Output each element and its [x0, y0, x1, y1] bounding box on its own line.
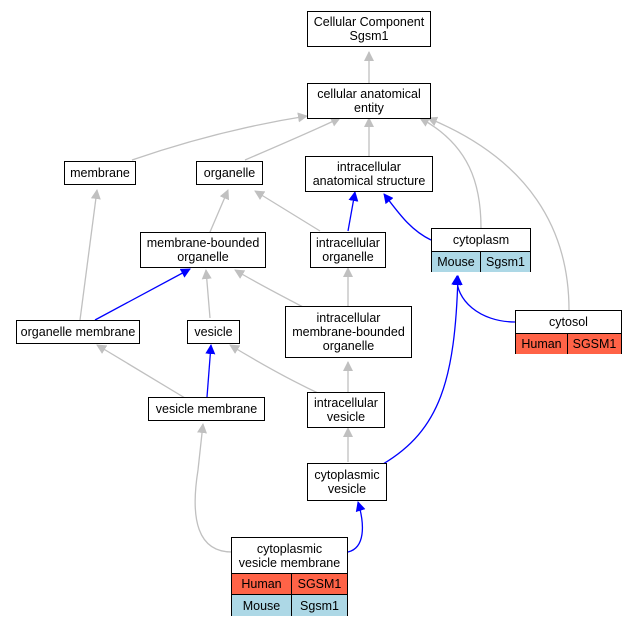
- node-line: Cellular Component: [313, 15, 425, 29]
- edge-orgmem-to-membrane: [79, 189, 101, 321]
- node-line: cellular anatomical: [317, 87, 421, 101]
- node-line: vesicle membrane: [238, 555, 341, 570]
- node-membrane[interactable]: membrane: [64, 161, 136, 185]
- node-line: intracellular: [316, 236, 380, 250]
- edge-io-to-ias-blue: [347, 191, 359, 232]
- edge-cvm-to-vm: [194, 423, 233, 553]
- node-label: organelle membrane: [20, 325, 136, 339]
- node-line: intracellular: [314, 396, 378, 410]
- node-cytoplasm[interactable]: cytoplasm Mouse Sgsm1: [431, 228, 531, 272]
- edge-orgmem-to-mbo-blue: [94, 268, 191, 321]
- edge-cv-to-cytoplasm-blue: [382, 275, 463, 465]
- species-cell: Mouse: [437, 255, 475, 269]
- node-line: cytoplasmic: [314, 468, 380, 482]
- species-cell: Mouse: [242, 598, 281, 613]
- node-line: intracellular: [316, 311, 381, 325]
- node-label: vesicle: [194, 325, 233, 339]
- edge-cvm-to-cv-blue: [347, 501, 366, 553]
- node-organelle[interactable]: organelle: [196, 161, 263, 185]
- gene-cell: Sgsm1: [291, 595, 347, 616]
- edge-io-to-organelle: [254, 190, 321, 232]
- node-line: vesicle: [326, 410, 366, 424]
- node-line: anatomical structure: [312, 174, 426, 188]
- edge-iv-to-vesicle: [229, 344, 321, 395]
- node-line: cytoplasmic: [256, 541, 323, 556]
- node-line: membrane-bounded: [146, 236, 260, 250]
- species-cell: Human: [241, 577, 282, 591]
- node-cytosol[interactable]: cytosol Human SGSM1: [515, 310, 622, 354]
- edge-mbo-to-organelle: [209, 189, 230, 233]
- node-line: organelle: [177, 250, 229, 264]
- gene-cell: SGSM1: [291, 574, 347, 594]
- node-vesicle[interactable]: vesicle: [187, 320, 240, 344]
- edge-cytoplasm-to-ias-blue: [383, 193, 432, 241]
- node-label: cytosol: [549, 315, 588, 329]
- species-cell: Human: [521, 337, 562, 351]
- node-label: vesicle membrane: [155, 402, 258, 416]
- node-label: organelle: [203, 166, 256, 180]
- node-vesicle-membrane[interactable]: vesicle membrane: [148, 397, 265, 421]
- node-label: cytoplasm: [452, 233, 510, 247]
- edge-cytosol-to-entity: [427, 116, 570, 311]
- node-cytoplasmic-vesicle-membrane[interactable]: cytoplasmic vesicle membrane Human SGSM1…: [231, 537, 348, 616]
- node-organelle-membrane[interactable]: organelle membrane: [16, 320, 140, 344]
- edge-imbo-to-mbo: [234, 269, 306, 309]
- gene-cell: Sgsm1: [480, 252, 530, 272]
- edge-cytosol-to-cytoplasm-blue: [451, 275, 516, 323]
- node-line: Sgsm1: [349, 29, 389, 43]
- node-line: vesicle: [327, 482, 367, 496]
- gene-cell: SGSM1: [567, 334, 621, 354]
- node-line: intracellular: [337, 160, 401, 174]
- edge-organelle-to-entity: [244, 117, 341, 161]
- node-line: membrane-bounded: [292, 325, 405, 339]
- edge-cytoplasm-to-entity: [419, 117, 482, 229]
- node-line: entity: [354, 101, 384, 115]
- edge-vesicle-to-mbo: [201, 269, 212, 319]
- node-label: membrane: [70, 166, 130, 180]
- edge-membrane-to-entity: [131, 112, 308, 161]
- node-line: organelle: [322, 250, 374, 264]
- edge-vm-to-vesicle-blue: [205, 344, 216, 398]
- edge-vm-to-orgmem: [96, 344, 186, 399]
- node-line: organelle: [322, 339, 375, 353]
